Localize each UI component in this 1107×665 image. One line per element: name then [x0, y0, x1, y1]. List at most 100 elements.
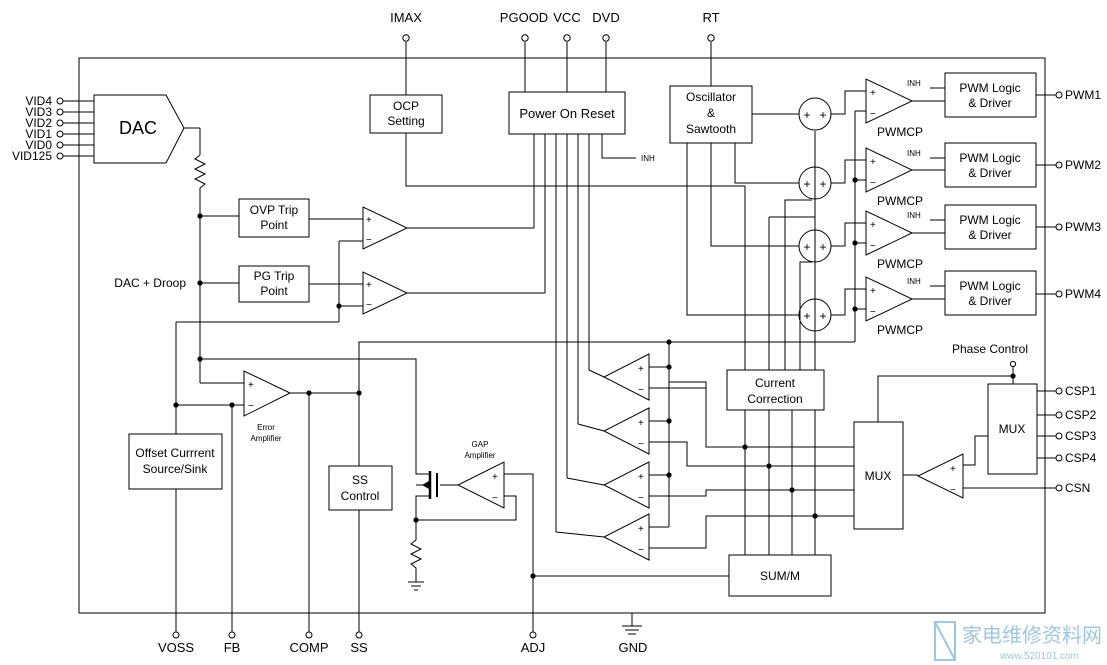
svg-text:SS: SS — [352, 473, 368, 487]
svg-text:Point: Point — [260, 218, 288, 232]
svg-text:COMP: COMP — [290, 640, 329, 655]
summer-1: + + — [798, 97, 832, 131]
svg-text:Amplifier: Amplifier — [464, 451, 495, 460]
svg-text:PWM3: PWM3 — [1065, 220, 1101, 234]
svg-text:Source/Sink: Source/Sink — [143, 462, 209, 476]
pin-csp3: CSP3 — [1037, 429, 1097, 443]
svg-text:DVD: DVD — [592, 10, 619, 25]
pin-dvd: DVD — [592, 10, 620, 92]
pin-gnd: GND — [619, 613, 648, 655]
pin-csp4: CSP4 — [1037, 451, 1097, 465]
svg-text:PWMCP: PWMCP — [877, 194, 923, 208]
pin-ss: SS — [350, 631, 368, 655]
svg-text:+: + — [950, 464, 956, 475]
current-amp-2: + − — [602, 407, 650, 455]
phase-control-label: Phase Control — [952, 342, 1028, 356]
pwm-comparator-1: + − PWMCP — [865, 78, 923, 139]
pin-pwm4: PWM4 — [1036, 287, 1101, 301]
svg-text:VOSS: VOSS — [158, 640, 194, 655]
offset-current-source: Offset Currrent Source/Sink — [128, 433, 223, 490]
svg-text:PWMCP: PWMCP — [877, 257, 923, 271]
pwm-logic-driver-1: PWM Logic & Driver — [944, 72, 1037, 118]
svg-text:PWM1: PWM1 — [1065, 88, 1101, 102]
watermark-logo: 家电维修资料网 www.520101.com — [934, 621, 1102, 662]
svg-text:& Driver: & Driver — [968, 166, 1011, 180]
svg-text:PG Trip: PG Trip — [254, 269, 295, 283]
error-amplifier: + − Error Amplifier — [243, 370, 292, 443]
svg-text:PWMCP: PWMCP — [877, 323, 923, 337]
pin-csp2: CSP2 — [1037, 408, 1097, 422]
svg-text:+: + — [366, 280, 372, 291]
vid-pins: VID4 VID3 VID2 VID1 VID0 VID125 — [12, 94, 94, 163]
svg-text:SUM/M: SUM/M — [760, 569, 800, 583]
svg-text:PWMCP: PWMCP — [877, 125, 923, 139]
svg-text:GND: GND — [619, 640, 648, 655]
svg-text:PWM Logic: PWM Logic — [959, 151, 1020, 165]
svg-text:INH: INH — [907, 211, 921, 220]
svg-text:Offset Currrent: Offset Currrent — [135, 446, 215, 460]
svg-text:PWM2: PWM2 — [1065, 158, 1101, 172]
svg-text:PGOOD: PGOOD — [500, 10, 548, 25]
svg-text:OVP Trip: OVP Trip — [250, 203, 299, 217]
svg-text:& Driver: & Driver — [968, 96, 1011, 110]
svg-text:CSP1: CSP1 — [1065, 384, 1097, 398]
svg-text:Current: Current — [755, 376, 796, 390]
svg-text:FB: FB — [224, 640, 241, 655]
svg-text:Setting: Setting — [387, 114, 424, 128]
svg-text:CSN: CSN — [1065, 481, 1090, 495]
ground-symbol — [408, 581, 424, 591]
pin-pgood: PGOOD — [500, 10, 548, 92]
pin-pwm3: PWM3 — [1036, 220, 1101, 234]
svg-text:+: + — [638, 418, 644, 429]
svg-text:+: + — [492, 472, 498, 483]
svg-text:−: − — [366, 235, 372, 246]
gap-amplifier: + − GAP Amplifier — [456, 440, 505, 509]
power-on-reset: Power On Reset — [508, 91, 626, 135]
svg-text:+: + — [870, 286, 876, 297]
svg-text:INH: INH — [907, 149, 921, 158]
svg-text:+: + — [870, 88, 876, 99]
svg-text:& Driver: & Driver — [968, 228, 1011, 242]
svg-text:+: + — [803, 177, 810, 191]
svg-text:&: & — [707, 106, 715, 120]
svg-text:+: + — [870, 157, 876, 168]
svg-text:CSP2: CSP2 — [1065, 408, 1097, 422]
svg-text:VID1: VID1 — [25, 127, 52, 141]
svg-text:+: + — [870, 220, 876, 231]
svg-text:−: − — [870, 178, 876, 189]
svg-text:Amplifier: Amplifier — [250, 434, 281, 443]
svg-text:Oscillator: Oscillator — [686, 90, 736, 104]
pin-pwm1: PWM1 — [1036, 88, 1101, 102]
svg-text:Sawtooth: Sawtooth — [686, 122, 736, 136]
pin-voss: VOSS — [158, 631, 194, 655]
dac-block: DAC — [93, 94, 207, 383]
pin-comp: COMP — [290, 393, 329, 655]
pwm-logic-driver-3: PWM Logic & Driver — [944, 204, 1037, 250]
svg-text:+: + — [819, 240, 826, 254]
svg-text:VID125: VID125 — [12, 149, 52, 163]
pg-trip-point: PG Trip Point — [238, 265, 310, 303]
pin-pwm2: PWM2 — [1036, 158, 1101, 172]
pin-csn: CSN — [1055, 481, 1090, 495]
ocp-setting: OCP Setting — [369, 94, 443, 134]
ss-control: SS Control — [328, 465, 393, 511]
ovp-trip-point: OVP Trip Point — [238, 198, 310, 238]
svg-text:PWM Logic: PWM Logic — [959, 81, 1020, 95]
svg-text:−: − — [248, 401, 254, 412]
svg-text:MUX: MUX — [865, 469, 892, 483]
svg-text:−: − — [492, 493, 498, 504]
svg-text:PWM Logic: PWM Logic — [959, 279, 1020, 293]
pin-imax: IMAX — [390, 10, 422, 95]
svg-text:CSP3: CSP3 — [1065, 429, 1097, 443]
svg-text:PWM4: PWM4 — [1065, 287, 1101, 301]
svg-text:SS: SS — [350, 640, 368, 655]
svg-text:−: − — [638, 493, 644, 504]
ovp-comparator: + − — [362, 206, 409, 250]
svg-text:www.520101.com: www.520101.com — [999, 651, 1079, 662]
svg-text:Control: Control — [341, 489, 380, 503]
svg-text:−: − — [366, 300, 372, 311]
svg-text:−: − — [950, 485, 956, 496]
svg-text:+: + — [819, 177, 826, 191]
pin-fb: FB — [224, 405, 241, 655]
sum-m-block: SUM/M — [728, 554, 832, 597]
